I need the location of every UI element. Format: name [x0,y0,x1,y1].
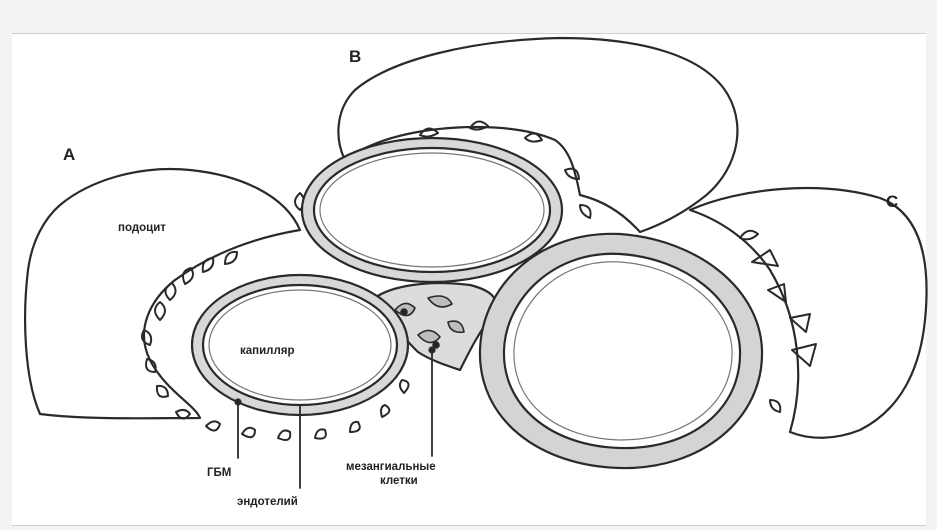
capillary-c [480,234,762,468]
capillary-b [302,138,562,282]
label-podocyte: подоцит [118,222,166,234]
label-b: B [349,47,361,66]
label-mesangial-line2: клетки [380,475,418,487]
label-a: A [63,145,75,164]
capillary-a [192,275,408,415]
label-c: C [886,192,898,211]
mesangial-pointer-dot [430,348,435,353]
label-gbm: ГБМ [207,467,231,479]
label-capillary: капилляр [240,345,295,357]
gbm-pointer-dot [236,400,241,405]
label-endothelium: эндотелий [237,496,298,508]
label-mesangial-line1: мезангиальные [346,461,436,473]
